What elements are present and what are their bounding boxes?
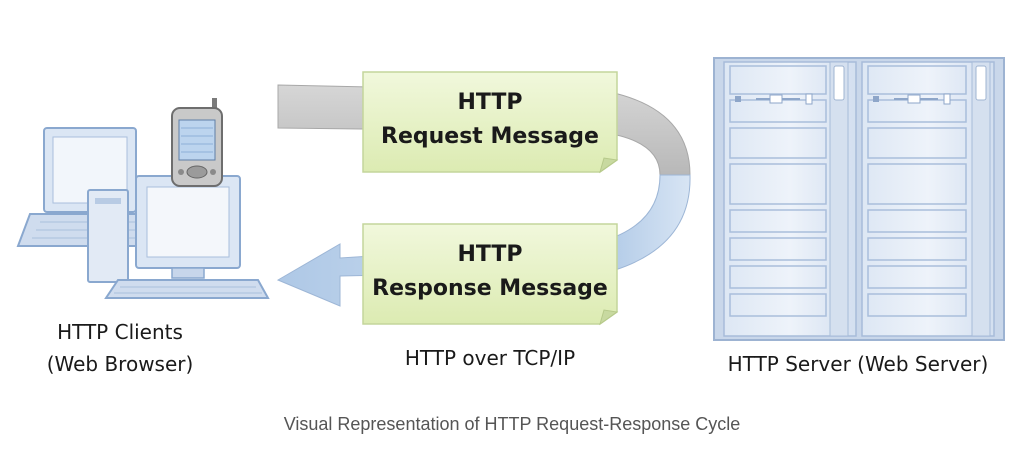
request-message-note [362, 71, 619, 174]
server-label: HTTP Server (Web Server) [727, 352, 989, 376]
response-message-line1: HTTP [457, 242, 523, 267]
request-message-line1: HTTP [457, 90, 523, 115]
diagram-caption: Visual Representation of HTTP Request-Re… [283, 414, 741, 434]
client-label-line2: (Web Browser) [46, 352, 194, 376]
desktop-computer-icon [87, 175, 270, 299]
server-rack-icon [713, 57, 1005, 341]
client-label-line1: HTTP Clients [57, 320, 183, 344]
client-label: HTTP Clients (Web Browser) [20, 316, 220, 380]
response-message-line2: Response Message [372, 276, 608, 301]
pda-phone-icon [171, 98, 223, 187]
transport-label: HTTP over TCP/IP [404, 346, 576, 370]
request-message-line2: Request Message [381, 124, 599, 149]
response-message-text: HTTP Response Message [363, 238, 617, 306]
request-message-text: HTTP Request Message [363, 86, 617, 154]
response-message-note [362, 223, 619, 326]
